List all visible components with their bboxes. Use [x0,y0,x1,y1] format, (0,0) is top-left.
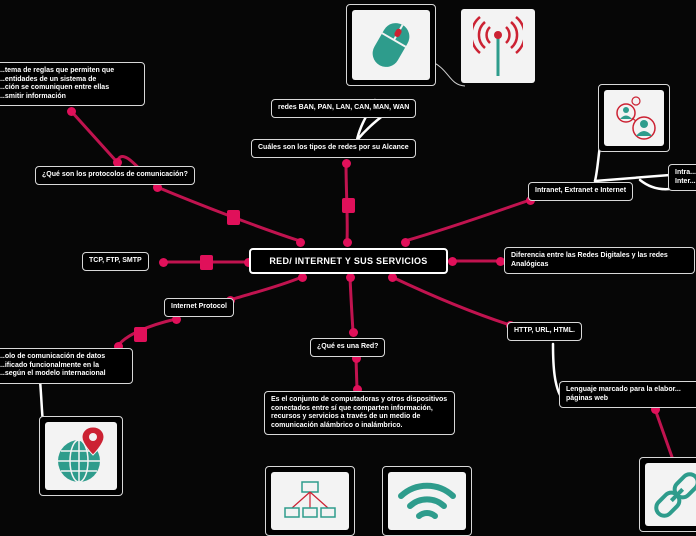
topic-html-definicion[interactable]: Lenguaje marcado para la elabor... págin… [559,381,696,408]
node-point [343,238,352,247]
branch-marker [227,210,240,225]
image-card-wifi [382,466,472,536]
branch-marker [342,198,355,213]
network-diagram-icon [282,476,338,526]
node-point [401,238,410,247]
node-point [448,257,457,266]
image-card-users [598,84,670,152]
node-point [296,238,305,247]
node-point [67,107,76,116]
mouse-icon [362,16,420,74]
topic-redes-tipos[interactable]: redes BAN, PAN, LAN, CAN, MAN, WAN [271,99,416,118]
node-point [159,258,168,267]
image-card-mouse [346,4,436,86]
node-point [342,159,351,168]
topic-que-es-red[interactable]: ¿Qué es una Red? [310,338,385,357]
image-card-link [639,457,696,532]
topic-diferencia-redes[interactable]: Diferencia entre las Redes Digitales y l… [504,247,695,274]
image-card-antenna [458,6,538,86]
topic-tcp-ftp-smtp[interactable]: TCP, FTP, SMTP [82,252,149,271]
topic-red-definicion[interactable]: Es el conjunto de computadoras y otros d… [264,391,455,435]
branch-marker [134,327,147,342]
antenna-icon [473,14,523,78]
users-network-icon [608,93,660,143]
topic-internet-protocol[interactable]: Internet Protocol [164,298,234,317]
topic-intranet-right[interactable]: Intra... Inter... [668,164,696,191]
topic-protocolos-definicion[interactable]: ...tema de reglas que permiten que ...en… [0,62,145,106]
node-point [349,328,358,337]
globe-location-icon [51,425,111,487]
topic-http-url-html[interactable]: HTTP, URL, HTML. [507,322,582,341]
image-card-globe [39,416,123,496]
topic-intranet[interactable]: Intranet, Extranet e Internet [528,182,633,201]
central-topic[interactable]: RED/ INTERNET Y SUS SERVICIOS [249,248,448,274]
topic-redes-alcance[interactable]: Cuáles son los tipos de redes por su Alc… [251,139,416,158]
chain-link-icon [649,467,696,523]
image-card-network [265,466,355,536]
topic-protocolos[interactable]: ¿Qué son los protocolos de comunicación? [35,166,195,185]
wifi-icon [395,478,459,522]
branch-marker [200,255,213,270]
topic-ip-definicion[interactable]: ...olo de comunicación de datos ...ifica… [0,348,133,384]
